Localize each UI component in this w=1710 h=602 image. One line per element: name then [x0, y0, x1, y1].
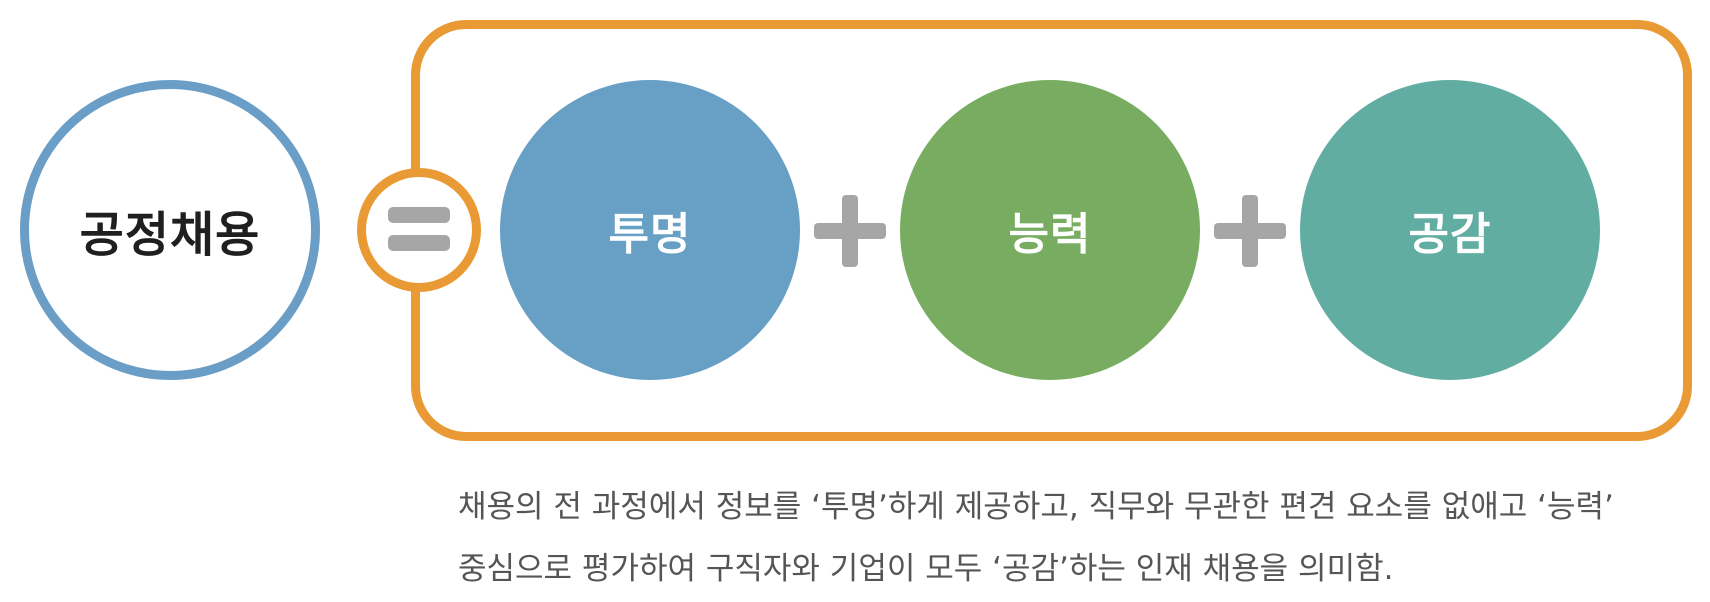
- equals-bar-bottom: [388, 235, 450, 251]
- empathy-label: 공감: [1408, 209, 1492, 260]
- ability-label: 능력: [1008, 209, 1092, 260]
- definition-line-1: 채용의 전 과정에서 정보를 ‘투명’하게 제공하고, 직무와 무관한 편견 요…: [458, 489, 1614, 525]
- definition-line-2: 중심으로 평가하여 구직자와 기업이 모두 ‘공감’하는 인재 채용을 의미함.: [458, 551, 1394, 587]
- definition-text: 채용의 전 과정에서 정보를 ‘투명’하게 제공하고, 직무와 무관한 편견 요…: [458, 476, 1688, 600]
- plus-icon: [1214, 195, 1286, 267]
- equals-icon: [357, 168, 481, 292]
- fair-hiring-label: 공정채용: [79, 207, 261, 263]
- ability-circle: 능력: [900, 80, 1200, 380]
- transparency-circle: 투명: [500, 80, 800, 380]
- plus-icon: [814, 195, 886, 267]
- fair-hiring-circle: 공정채용: [20, 80, 320, 380]
- equals-bar-top: [388, 207, 450, 223]
- empathy-circle: 공감: [1300, 80, 1600, 380]
- transparency-label: 투명: [608, 209, 692, 260]
